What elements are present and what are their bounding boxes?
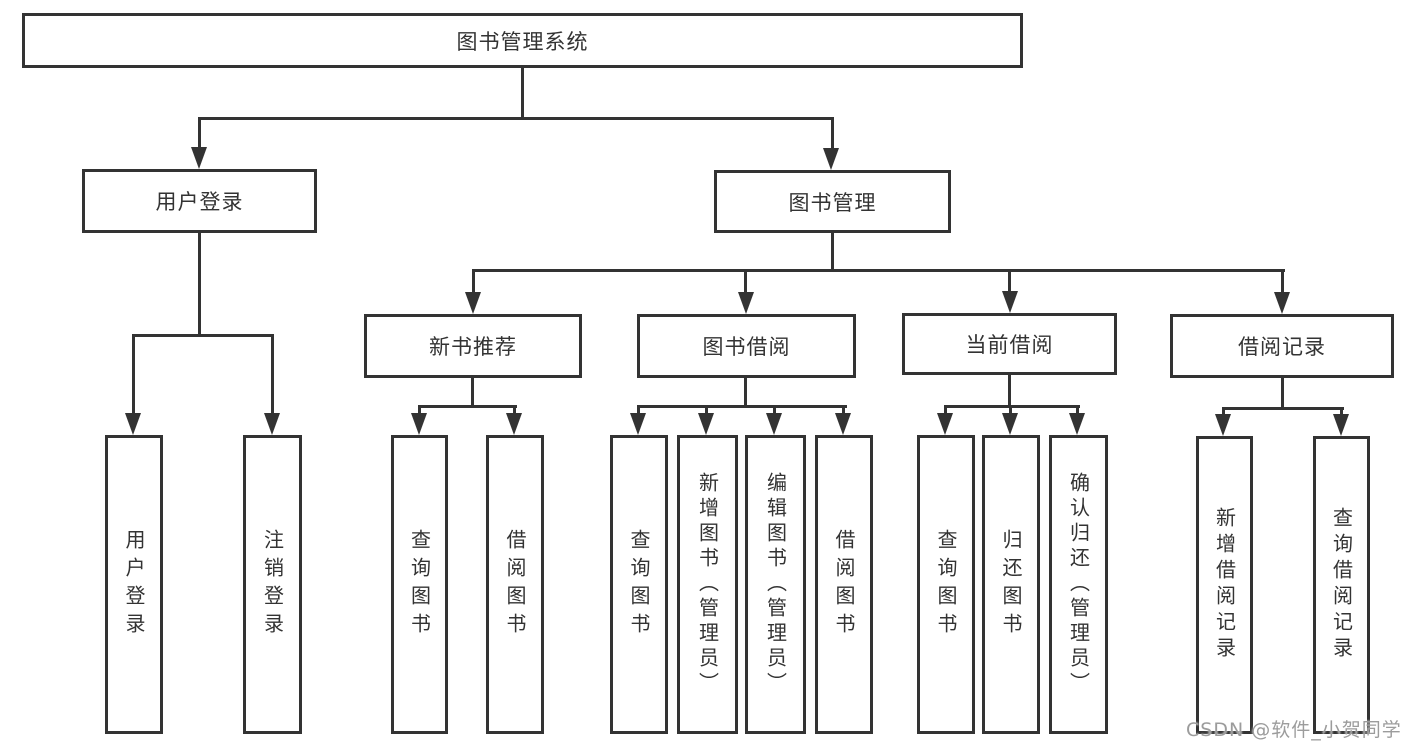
arrow-down-icon <box>411 413 427 435</box>
leaf-cb-query-books-label: 查询图书 <box>934 528 958 641</box>
leaf-bb-query-books: 查询图书 <box>610 435 668 734</box>
arrow-down-icon <box>1002 291 1018 313</box>
leaf-nb-query-books-label: 查询图书 <box>407 528 432 641</box>
connector-drop <box>1340 407 1343 415</box>
connector-drop <box>418 405 421 413</box>
connector-stem <box>831 233 834 272</box>
connector-drop <box>1076 405 1079 413</box>
arrow-down-icon <box>506 413 522 435</box>
node-new-book-recommend-label: 新书推荐 <box>429 335 517 359</box>
leaf-cb-return-books: 归还图书 <box>982 435 1040 734</box>
connector-drop <box>198 117 201 147</box>
leaf-bb-borrow-books-label: 借阅图书 <box>832 528 856 641</box>
connector-stem <box>1008 375 1011 408</box>
leaf-user-login: 用户登录 <box>105 435 163 734</box>
arrow-down-icon <box>465 292 481 314</box>
leaf-cb-query-books: 查询图书 <box>917 435 975 734</box>
connector-stem <box>198 233 201 337</box>
connector-hbar <box>1222 407 1344 410</box>
leaf-bb-add-books-admin-label: 新增图书（管理员） <box>695 472 720 697</box>
arrow-down-icon <box>823 148 839 170</box>
leaf-bb-borrow-books: 借阅图书 <box>815 435 873 734</box>
connector-stem <box>521 68 524 118</box>
connector-hbar <box>472 269 1285 272</box>
connector-drop <box>944 405 947 413</box>
node-book-borrow-label: 图书借阅 <box>702 335 791 359</box>
node-user-login: 用户登录 <box>82 169 317 233</box>
node-root-label: 图书管理系统 <box>456 29 589 54</box>
node-book-management-label: 图书管理 <box>788 190 877 215</box>
node-root: 图书管理系统 <box>22 13 1023 68</box>
arrow-down-icon <box>1215 414 1231 436</box>
connector-drop <box>1009 405 1012 413</box>
connector-stem <box>471 378 474 408</box>
node-borrow-records: 借阅记录 <box>1170 314 1394 378</box>
leaf-logout: 注销登录 <box>243 435 302 734</box>
connector-hbar <box>418 405 517 408</box>
leaf-br-add-record: 新增借阅记录 <box>1196 436 1253 734</box>
arrow-down-icon <box>1333 414 1349 436</box>
connector-drop <box>637 405 640 413</box>
connector-stem <box>1281 378 1284 410</box>
connector-drop <box>705 405 708 413</box>
leaf-cb-confirm-return-admin: 确认归还（管理员） <box>1049 435 1108 734</box>
connector-drop <box>271 334 274 413</box>
connector-drop <box>744 269 747 292</box>
arrow-down-icon <box>264 413 280 435</box>
arrow-down-icon <box>630 413 646 435</box>
connector-drop <box>1008 269 1011 291</box>
arrow-down-icon <box>1069 413 1085 435</box>
node-user-login-label: 用户登录 <box>155 190 244 214</box>
arrow-down-icon <box>766 413 782 435</box>
leaf-bb-edit-books-admin-label: 编辑图书（管理员） <box>763 472 788 697</box>
connector-drop <box>1281 269 1284 292</box>
node-book-borrow: 图书借阅 <box>637 314 856 378</box>
leaf-bb-edit-books-admin: 编辑图书（管理员） <box>745 435 806 734</box>
leaf-logout-label: 注销登录 <box>260 528 285 641</box>
connector-hbar <box>637 405 847 408</box>
connector-drop <box>513 405 516 413</box>
node-new-book-recommend: 新书推荐 <box>364 314 582 378</box>
arrow-down-icon <box>835 413 851 435</box>
leaf-nb-borrow-books: 借阅图书 <box>486 435 544 734</box>
connector-drop <box>132 334 135 413</box>
arrow-down-icon <box>191 147 207 169</box>
connector-stem <box>744 378 747 408</box>
node-borrow-records-label: 借阅记录 <box>1238 335 1326 359</box>
arrow-down-icon <box>698 413 714 435</box>
connector-drop <box>472 269 475 292</box>
connector-drop <box>773 405 776 413</box>
leaf-nb-borrow-books-label: 借阅图书 <box>503 528 527 641</box>
arrow-down-icon <box>937 413 953 435</box>
leaf-nb-query-books: 查询图书 <box>391 435 448 734</box>
leaf-cb-confirm-return-admin-label: 确认归还（管理员） <box>1066 472 1091 697</box>
leaf-user-login-label: 用户登录 <box>122 528 146 641</box>
leaf-cb-return-books-label: 归还图书 <box>999 528 1023 641</box>
leaf-br-query-record-label: 查询借阅记录 <box>1329 507 1354 663</box>
connector-drop <box>842 405 845 413</box>
node-current-borrow-label: 当前借阅 <box>965 333 1054 357</box>
leaf-br-add-record-label: 新增借阅记录 <box>1212 507 1237 663</box>
leaf-bb-query-books-label: 查询图书 <box>627 528 651 641</box>
node-current-borrow: 当前借阅 <box>902 313 1117 375</box>
connector-hbar <box>944 405 1080 408</box>
leaf-bb-add-books-admin: 新增图书（管理员） <box>677 435 738 734</box>
arrow-down-icon <box>1002 413 1018 435</box>
csdn-watermark: CSDN @软件_小贺同学 <box>1186 719 1402 741</box>
arrow-down-icon <box>1274 292 1290 314</box>
connector-hbar <box>132 334 274 337</box>
connector-drop <box>1222 407 1225 415</box>
leaf-br-query-record: 查询借阅记录 <box>1313 436 1370 734</box>
arrow-down-icon <box>125 413 141 435</box>
node-book-management: 图书管理 <box>714 170 951 233</box>
arrow-down-icon <box>738 292 754 314</box>
connector-drop <box>831 117 834 148</box>
connector-hbar <box>198 117 834 120</box>
